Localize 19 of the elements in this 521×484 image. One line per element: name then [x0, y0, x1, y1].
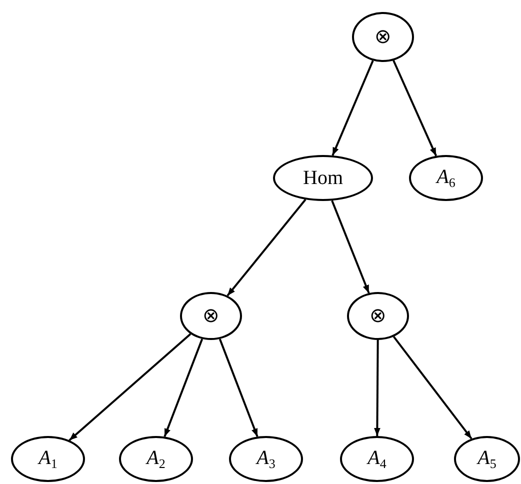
node-label: A$_{3}$: [256, 448, 276, 470]
node-label: A$_{1}$: [38, 448, 58, 470]
arrow: [392, 60, 438, 156]
arrow: [374, 340, 380, 436]
arrow: [164, 338, 204, 437]
arrow: [332, 60, 374, 156]
arrow: [226, 198, 306, 296]
node-label: ⊗: [374, 27, 392, 47]
node-label: A$_{2}$: [146, 448, 166, 470]
node-label: Hom: [303, 168, 343, 188]
node-label: A$_{5}$: [478, 448, 496, 470]
node-label: A$_{4}$: [368, 448, 386, 470]
arrow: [218, 338, 258, 437]
arrow: [331, 200, 370, 294]
arrow: [392, 336, 472, 440]
node-label: A$_{6}$: [436, 167, 456, 189]
node-label: ⊗: [202, 306, 220, 326]
arrow: [68, 333, 192, 441]
node-label: ⊗: [370, 306, 386, 326]
